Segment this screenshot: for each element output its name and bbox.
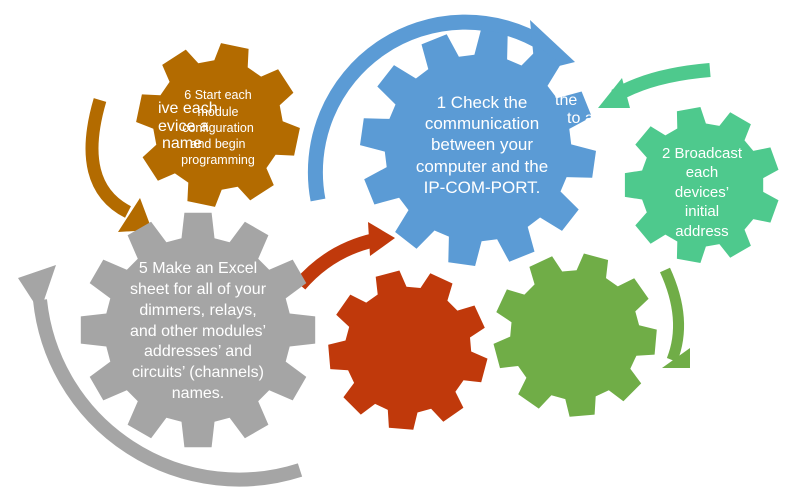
step-2-label: 2 Broadcast each devices’ initial addres… — [652, 135, 752, 250]
red-arrowhead — [368, 222, 395, 256]
gray-arrowhead — [18, 265, 56, 312]
step-5-line: names. — [171, 384, 225, 402]
overflow-line: name — [162, 135, 203, 153]
overflow-text-left: ive each evice a name — [158, 100, 218, 153]
blue-cycle-arrow — [307, 14, 549, 202]
brown-cycle-arrow — [85, 98, 132, 218]
teal-cycle-arrow — [611, 63, 711, 103]
step-1-label: 1 Check the communication between your c… — [400, 85, 564, 205]
step-6-line: configuration — [182, 120, 254, 135]
step-5-line: sheet for all of your — [129, 281, 267, 298]
step-1-line: communication — [424, 114, 540, 134]
overflow-line: ive each — [158, 100, 218, 117]
teal-gear — [624, 107, 779, 263]
red-cycle-arrow — [294, 233, 377, 290]
step-1-line: 1 Check the — [436, 92, 528, 112]
step-6-line: and begin — [190, 137, 246, 152]
step-6-line: 6 Start each — [184, 88, 252, 103]
step-1-line: between your — [430, 135, 534, 155]
step-5-line: circuits’ (channels) — [132, 364, 264, 382]
green-gear — [493, 253, 657, 417]
step-1-line: computer and the — [415, 156, 549, 176]
step-2-line: 2 Broadcast — [661, 144, 743, 162]
step-6-label: 6 Start each module configuration and be… — [160, 78, 276, 178]
red-gear — [328, 270, 488, 430]
step-2-line: devices’ — [674, 183, 730, 201]
brown-gear — [136, 43, 300, 207]
green-arrowhead — [662, 348, 690, 368]
step-5-label: 5 Make an Excel sheet for all of your di… — [118, 252, 278, 412]
step-6-line: module — [197, 104, 239, 119]
step-1-line: IP-COM-PORT. — [423, 177, 541, 197]
overflow-line: evice a — [158, 117, 209, 135]
overflow-line: to a n — [567, 109, 608, 127]
brown-arrowhead — [118, 198, 152, 232]
green-cycle-arrow — [659, 267, 685, 363]
teal-arrowhead — [598, 78, 630, 108]
step-5-line: dimmers, relays, — [139, 301, 257, 319]
gray-cycle-arrow — [33, 299, 303, 487]
step-2-line: address — [675, 222, 729, 240]
overflow-text-right: the to a n — [555, 92, 607, 127]
step-5-line: 5 Make an Excel — [138, 260, 258, 278]
step-5-line: addresses’ and — [144, 343, 252, 361]
step-2-line: initial — [684, 203, 720, 221]
blue-gear — [360, 30, 596, 266]
overflow-line: the — [555, 92, 578, 109]
gray-gear — [80, 212, 316, 448]
step-6-line: programming — [181, 153, 255, 168]
step-5-line: and other modules’ — [129, 322, 267, 340]
step-2-line: each — [685, 164, 719, 182]
